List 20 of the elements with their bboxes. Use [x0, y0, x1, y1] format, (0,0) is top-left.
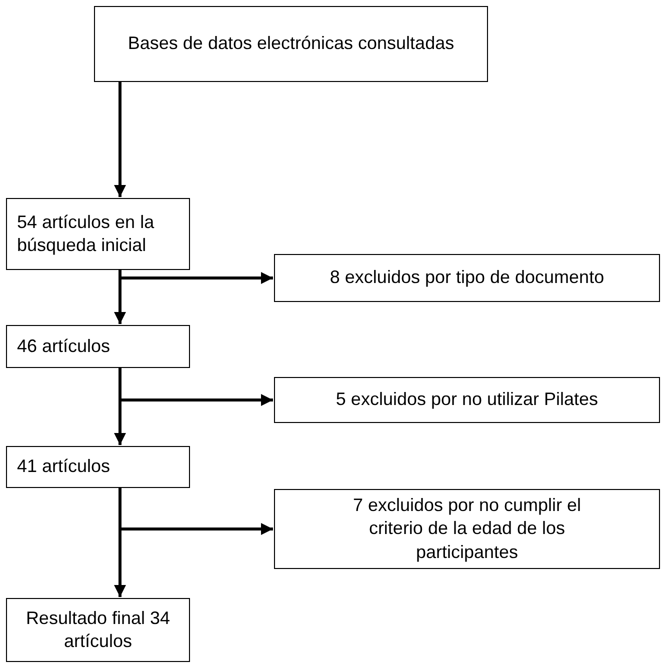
process-box: [6, 325, 190, 368]
box-text: Bases de datos electrónicas consultadas: [128, 32, 454, 56]
process-box: [94, 6, 488, 82]
arrow: [118, 368, 273, 406]
process-box: [6, 446, 190, 488]
box-text: 46 artículos: [17, 334, 110, 358]
box-text: 8 excluidos por tipo de documento: [330, 266, 604, 290]
process-box: [274, 489, 660, 569]
process-box: [274, 254, 660, 302]
process-box: [274, 377, 660, 423]
arrow: [114, 82, 126, 197]
process-box: [6, 598, 190, 662]
arrow: [118, 488, 273, 535]
box-text: 5 excluidos por no utilizar Pilates: [336, 388, 598, 412]
box-text: Resultado final 34 artículos: [24, 606, 172, 653]
process-box: [6, 198, 190, 270]
arrow: [118, 270, 273, 284]
box-text: 7 excluidos por no cumplir el criterio de la edad de los participantes: [352, 494, 582, 564]
box-text: 54 artículos en la búsqueda inicial: [17, 210, 156, 257]
box-text: 41 artículos: [17, 455, 110, 478]
